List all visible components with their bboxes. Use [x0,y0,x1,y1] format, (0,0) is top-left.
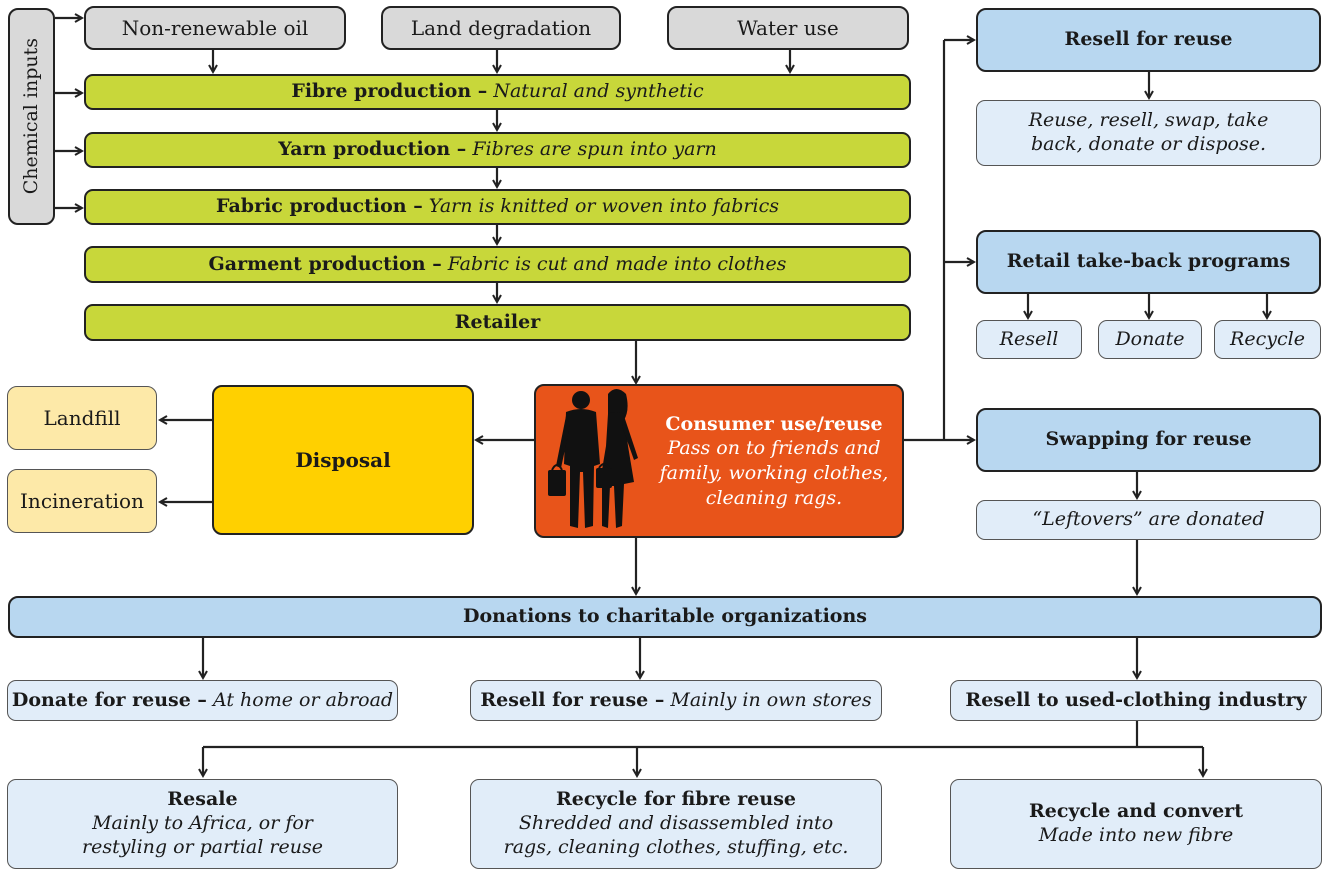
consumer-title: Consumer use/reuse [665,412,883,435]
resell-own-stores-title: Resell for reuse – [480,688,665,711]
incineration-label: Incineration [20,488,144,513]
takeback-title: Retail take-back programs [1006,250,1291,273]
fibre-production-box: Fibre production – Natural and synthetic [84,74,911,110]
resell-for-reuse-box: Resell for reuse [976,8,1321,72]
resell-for-reuse-desc: Reuse, resell, swap, take back, donate o… [1028,109,1269,155]
fibre-reuse-desc: Shredded and disassembled into rags, cle… [503,812,849,858]
leftovers-box: “Leftovers” are donated [976,500,1321,540]
incineration-box: Incineration [7,469,157,533]
land-degradation-box: Land degradation [381,6,621,50]
yarn-production-desc: Fibres are spun into yarn [472,138,717,161]
yarn-production-box: Yarn production – Fibres are spun into y… [84,132,911,168]
takeback-donate-label: Donate [1115,327,1185,350]
consumer-desc: Pass on to friends and family, working c… [659,437,889,509]
recycle-convert-box: Recycle and convert Made into new fibre [950,779,1322,869]
takeback-resell-label: Resell [999,327,1059,350]
donations-box: Donations to charitable organizations [8,596,1322,638]
takeback-box: Retail take-back programs [976,230,1321,294]
chemical-inputs-label: Chemical inputs [19,38,42,195]
retailer-label: Retailer [454,310,541,333]
donate-for-reuse-desc: At home or abroad [212,688,394,711]
water-use-label: Water use [737,15,839,40]
water-use-box: Water use [667,6,909,50]
garment-production-title: Garment production – [208,252,442,275]
recycle-convert-desc: Made into new fibre [1038,824,1234,846]
resale-box: Resale Mainly to Africa, or for restylin… [7,779,398,869]
takeback-resell-box: Resell [976,320,1082,359]
swapping-title: Swapping for reuse [1045,428,1252,451]
yarn-production-title: Yarn production – [278,138,467,161]
non-renewable-oil-box: Non-renewable oil [84,6,346,50]
used-clothing-industry-box: Resell to used-clothing industry [950,680,1322,721]
leftovers-label: “Leftovers” are donated [1032,508,1265,531]
garment-production-desc: Fabric is cut and made into clothes [447,252,787,275]
disposal-label: Disposal [295,447,391,472]
fibre-production-desc: Natural and synthetic [493,80,704,103]
takeback-donate-box: Donate [1098,320,1202,359]
landfill-box: Landfill [7,386,157,450]
resale-desc: Mainly to Africa, or for restyling or pa… [82,812,323,858]
landfill-label: Landfill [43,405,121,430]
retailer-box: Retailer [84,304,911,341]
resell-for-reuse-title: Resell for reuse [1064,28,1233,51]
resell-own-stores-box: Resell for reuse – Mainly in own stores [470,680,882,721]
fibre-reuse-box: Recycle for fibre reuse Shredded and dis… [470,779,882,869]
garment-production-box: Garment production – Fabric is cut and m… [84,246,911,283]
donate-for-reuse-box: Donate for reuse – At home or abroad [7,680,398,721]
non-renewable-oil-label: Non-renewable oil [121,15,309,40]
consumer-box: Consumer use/reuse Pass on to friends an… [534,384,904,538]
fabric-production-box: Fabric production – Yarn is knitted or w… [84,189,911,225]
fibre-reuse-title: Recycle for fibre reuse [556,788,796,811]
recycle-convert-title: Recycle and convert [1029,800,1243,823]
swapping-box: Swapping for reuse [976,408,1321,472]
shopping-couple-icon [548,389,638,528]
fabric-production-desc: Yarn is knitted or woven into fabrics [428,195,779,218]
resell-for-reuse-desc-box: Reuse, resell, swap, take back, donate o… [976,100,1321,166]
donate-for-reuse-title: Donate for reuse – [11,688,207,711]
resell-own-stores-desc: Mainly in own stores [670,688,872,711]
chemical-inputs-box: Chemical inputs [8,8,55,225]
takeback-recycle-label: Recycle [1230,327,1305,350]
fibre-production-title: Fibre production – [291,80,488,103]
takeback-recycle-box: Recycle [1214,320,1321,359]
disposal-box: Disposal [212,385,474,535]
resale-title: Resale [167,788,238,811]
land-degradation-label: Land degradation [410,15,592,40]
fabric-production-title: Fabric production – [216,195,423,218]
used-clothing-industry-label: Resell to used-clothing industry [965,688,1307,711]
donations-title: Donations to charitable organizations [463,605,867,628]
